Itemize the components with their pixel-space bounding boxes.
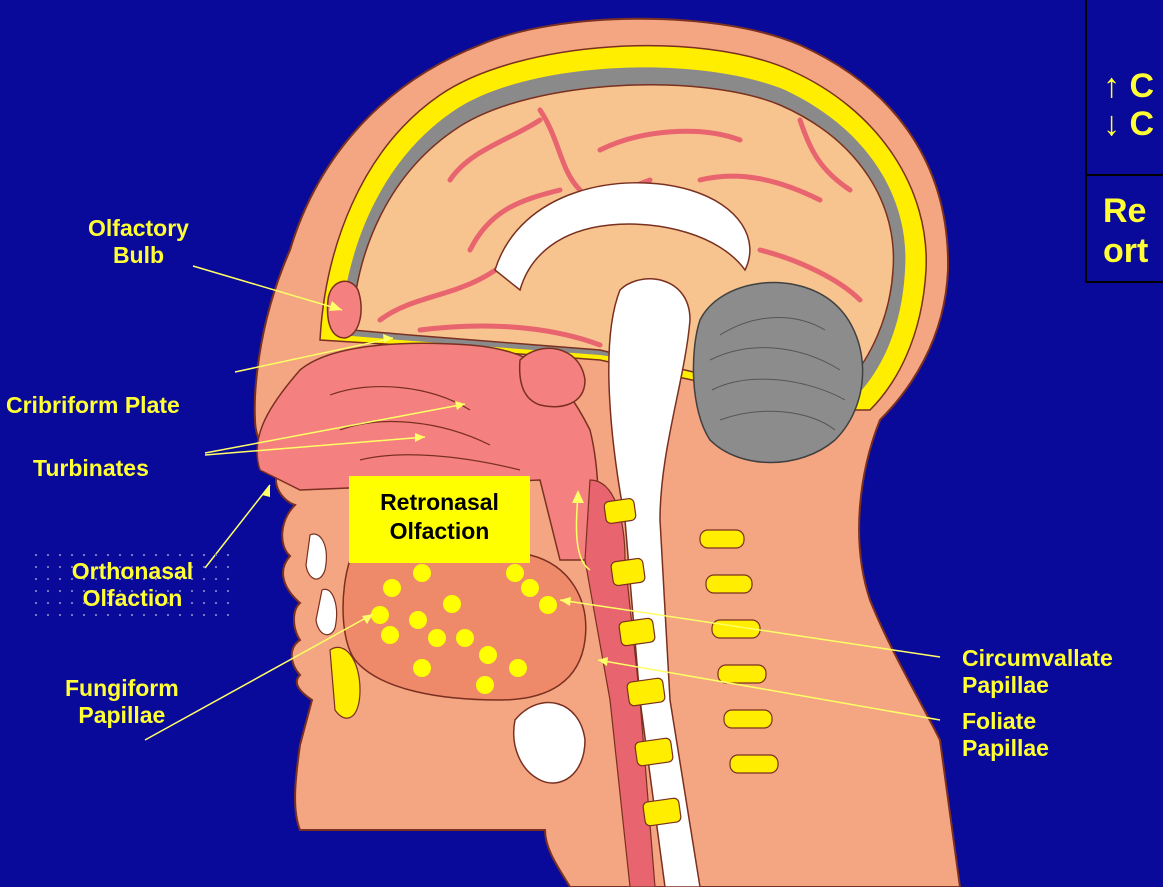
legend-line-2: ↓ C (1103, 105, 1154, 143)
label-circumvallate-line2: Papillae (962, 672, 1113, 699)
label-orthonasal-line2: Olfaction (30, 585, 235, 612)
label-cribriform-plate: Cribriform Plate (6, 392, 180, 419)
label-circumvallate-papillae: Circumvallate Papillae (962, 645, 1113, 699)
label-retronasal-line2: Olfaction (349, 517, 530, 546)
label-olfactory-bulb-line2: Bulb (88, 242, 189, 269)
label-orthonasal-line1: Orthonasal (30, 558, 235, 585)
legend-line-4: ort (1103, 232, 1148, 270)
label-orthonasal-olfaction: Orthonasal Olfaction (30, 549, 235, 616)
legend-box: ↑ C ↓ C Re ort (1085, 0, 1163, 283)
label-olfactory-bulb: Olfactory Bulb (88, 215, 189, 269)
retronasal-olfaction-box: Retronasal Olfaction (349, 476, 530, 563)
upper-teeth (306, 534, 326, 579)
label-fungiform-line2: Papillae (65, 702, 179, 729)
label-fungiform-line1: Fungiform (65, 675, 179, 702)
legend-divider (1087, 174, 1163, 176)
label-foliate-line2: Papillae (962, 735, 1049, 762)
legend-line-3: Re (1103, 192, 1146, 230)
label-retronasal-line1: Retronasal (349, 488, 530, 517)
label-foliate-line1: Foliate (962, 708, 1049, 735)
label-foliate-papillae: Foliate Papillae (962, 708, 1049, 762)
label-olfactory-bulb-line1: Olfactory (88, 215, 189, 242)
label-turbinates: Turbinates (33, 455, 149, 482)
label-fungiform-papillae: Fungiform Papillae (65, 675, 179, 729)
legend-line-1: ↑ C (1103, 67, 1154, 105)
cerebellum (693, 283, 862, 463)
label-circumvallate-line1: Circumvallate (962, 645, 1113, 672)
